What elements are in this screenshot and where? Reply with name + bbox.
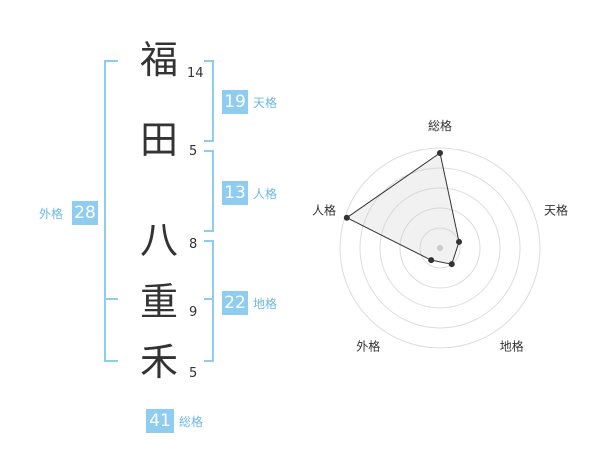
stroke-count-2: 5 (189, 144, 198, 159)
radar-axis-label-2: 天格 (544, 202, 568, 217)
radar-ring-3 (379, 187, 501, 309)
jinkaku-label: 人格 (253, 187, 278, 201)
tenkaku-bracket (204, 60, 214, 142)
radar-shape (343, 150, 463, 268)
tenkaku-label: 天格 (253, 96, 278, 110)
radar-center (437, 245, 443, 251)
jinkaku-score: 13 (222, 181, 248, 205)
radar-point-4 (428, 257, 435, 264)
radar-ring-2 (399, 207, 481, 289)
radar-grid (339, 147, 541, 349)
radar-point-5 (343, 214, 350, 221)
chikaku-bracket (204, 240, 214, 362)
radar-point-3 (448, 261, 455, 268)
radar-point-2 (456, 238, 463, 245)
gaikaku-bracket-tick (106, 298, 118, 300)
radar-ring-1 (419, 227, 461, 269)
stroke-count-4: 9 (189, 305, 198, 320)
jinkaku-bracket (204, 150, 214, 232)
radar-axis-label-1: 総格 (428, 118, 452, 133)
gaikaku-bracket (104, 60, 118, 362)
tenkaku-score: 19 (222, 90, 248, 114)
gaikaku-score: 28 (72, 201, 98, 225)
chikaku-score: 22 (222, 291, 248, 315)
radar-point-1 (437, 150, 443, 156)
radar-axis-label-3: 地格 (500, 339, 524, 354)
radar-axis-label-4: 外格 (356, 339, 380, 354)
soukaku-label: 総格 (179, 415, 204, 429)
soukaku-score: 41 (146, 409, 174, 433)
name-char-1: 福 (139, 38, 178, 82)
radar-ring-4 (359, 167, 521, 329)
stroke-count-5: 5 (189, 366, 198, 381)
name-char-3: 八 (139, 218, 178, 262)
stroke-count-1: 14 (187, 66, 204, 81)
name-char-2: 田 (139, 118, 178, 162)
chikaku-label: 地格 (253, 297, 278, 311)
radar-axis-label-5: 人格 (312, 202, 336, 217)
name-char-5: 禾 (139, 340, 178, 384)
chikaku-bracket-tick (204, 298, 212, 300)
radar-polygon (345, 152, 460, 265)
gaikaku-label: 外格 (39, 207, 64, 221)
name-char-4: 重 (139, 280, 178, 324)
stroke-count-3: 8 (189, 237, 198, 252)
